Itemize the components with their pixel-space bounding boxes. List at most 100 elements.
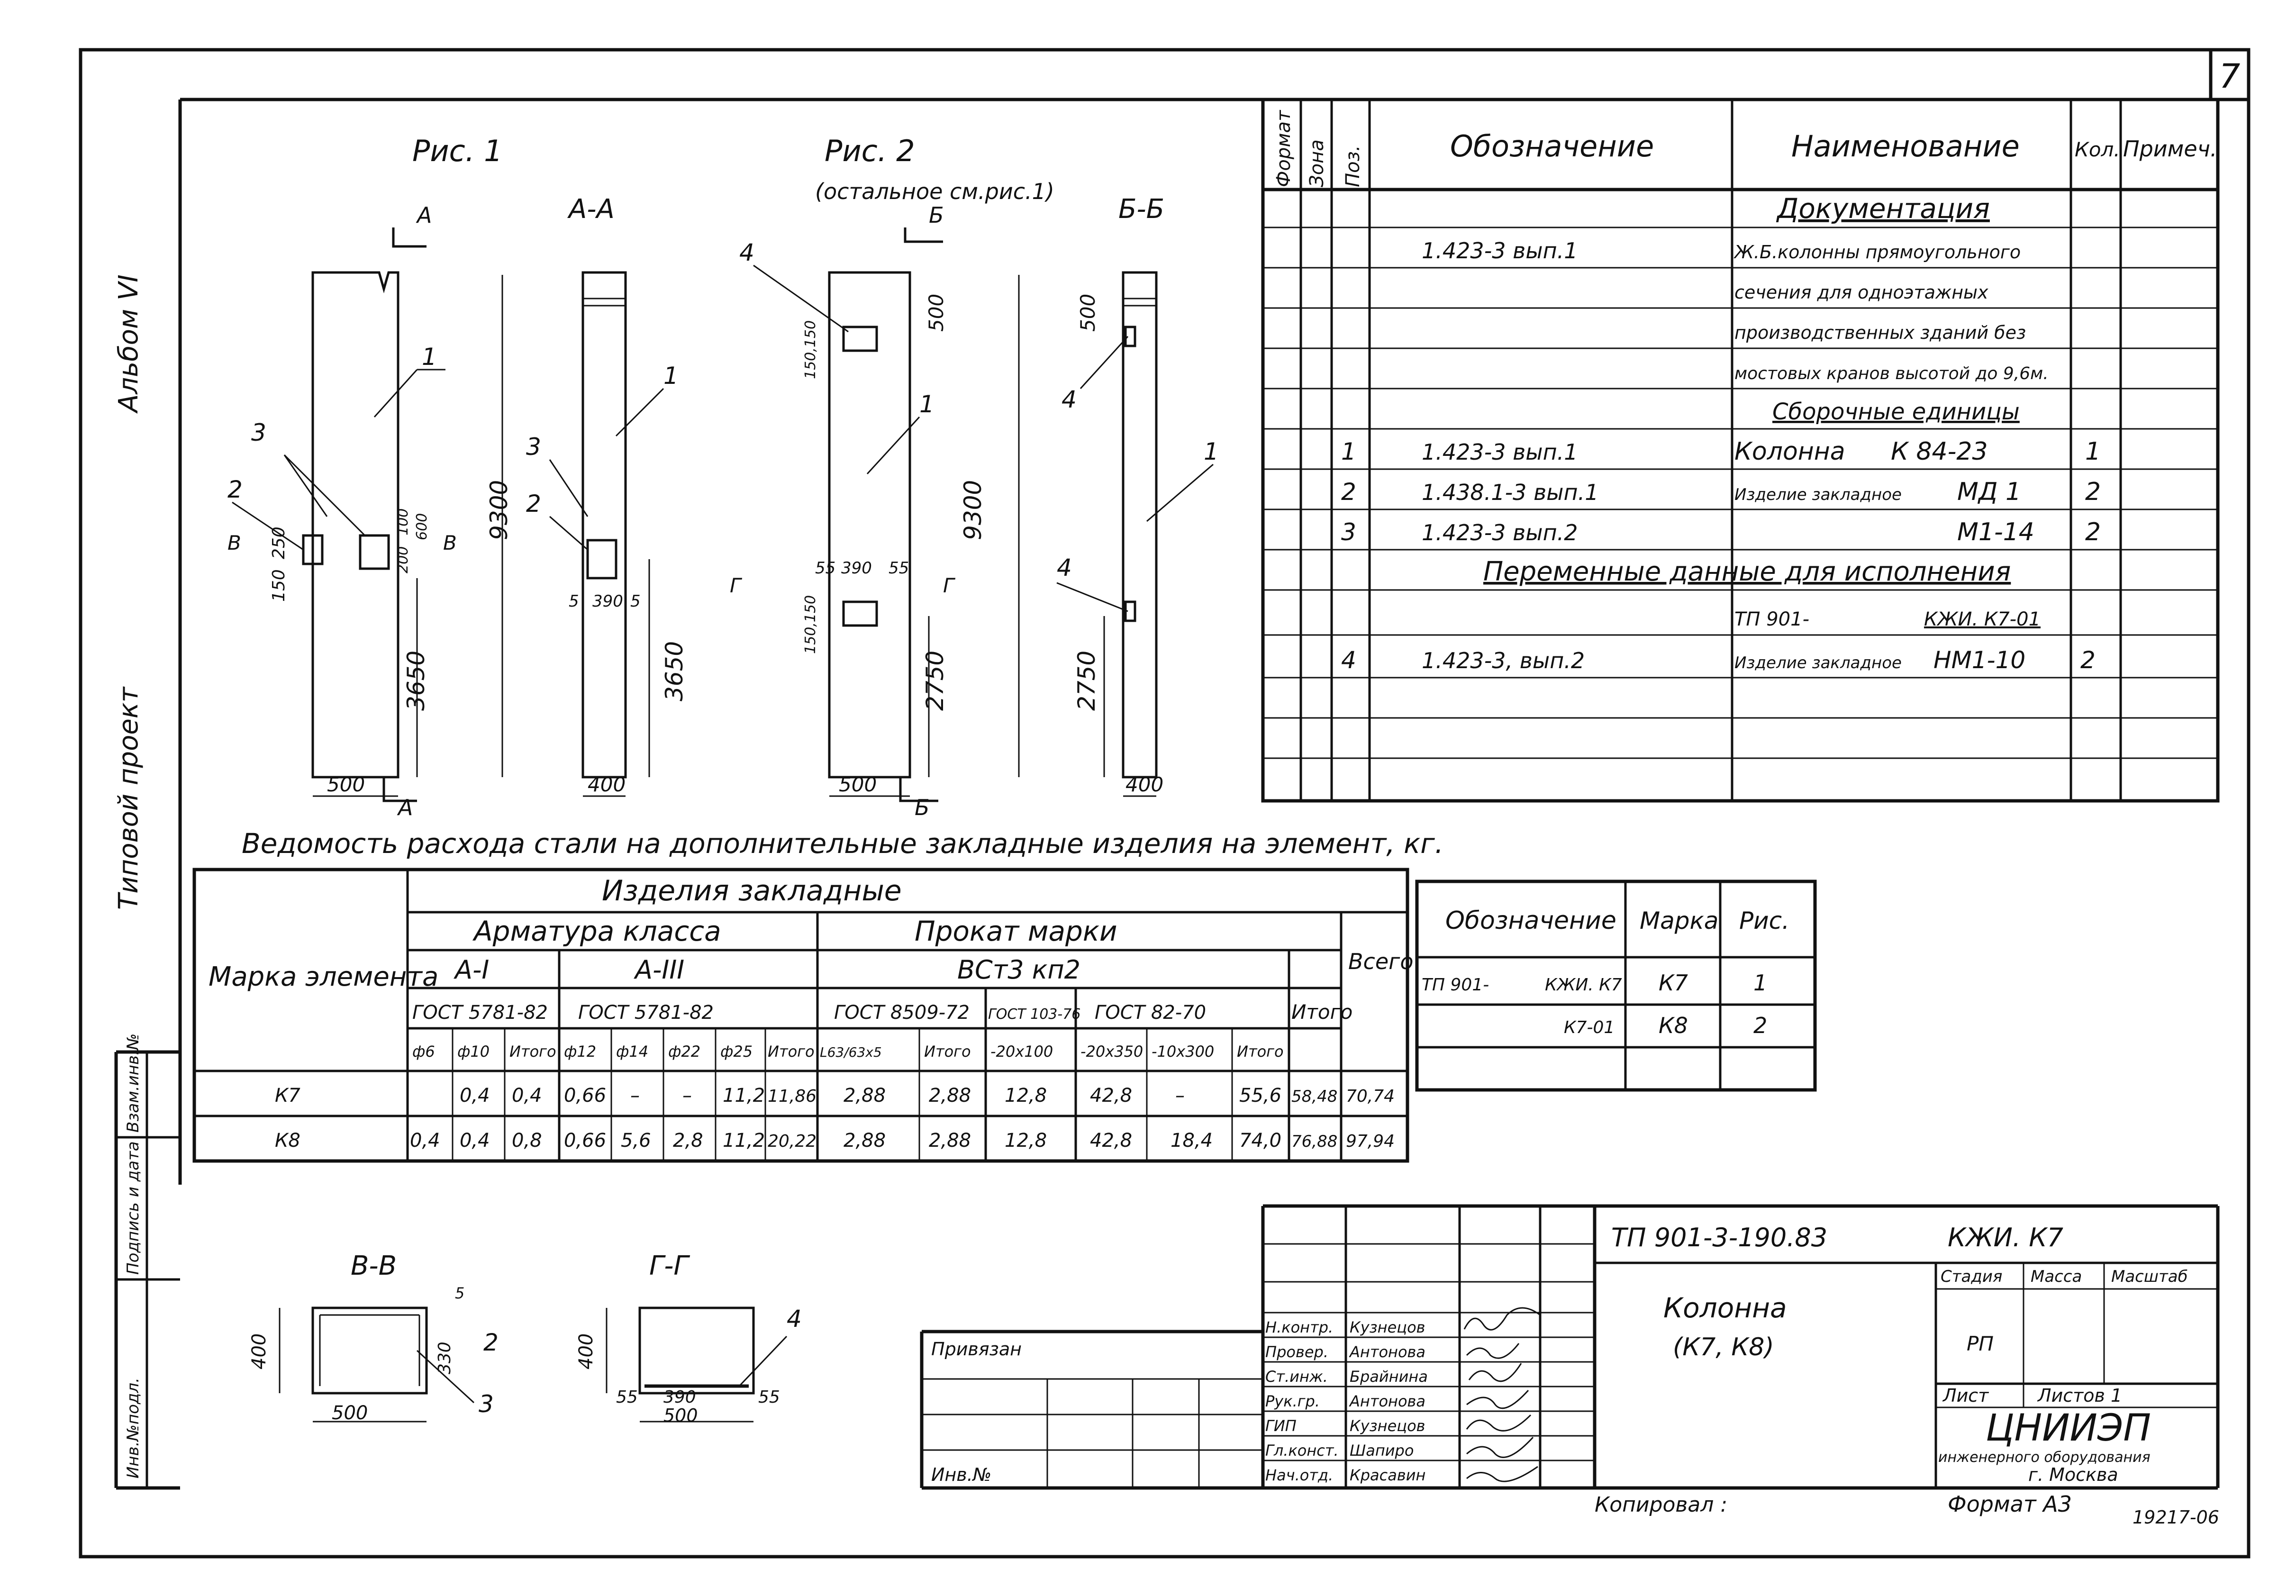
variant-h-designation: Обозначение	[1445, 907, 1616, 935]
steel-col-20x100: -20х100	[990, 1043, 1053, 1061]
spec-asm-mark-1: К 84-23	[1891, 437, 1988, 466]
cut-b-top-label: Б	[929, 202, 944, 228]
steel-k8-itogo4: 74,0	[1239, 1130, 1281, 1152]
spec-h-format: Формат	[1273, 109, 1295, 187]
cut-b-top	[904, 227, 943, 243]
spec-h-note: Примеч.	[2123, 136, 2217, 162]
variant-row2-mark: К8	[1659, 1013, 1688, 1038]
tb-role-4: Рук.гр.	[1265, 1392, 1320, 1410]
tb-signer-6: Шапиро	[1350, 1442, 1414, 1460]
dim-200: 200	[395, 546, 411, 573]
steel-k8-itogo1: 0,8	[512, 1130, 542, 1152]
spec-asm-qty-3: 2	[2085, 518, 2101, 546]
tb-role-6: Гл.конст.	[1265, 1442, 1339, 1460]
steel-k8-10x300: 18,4	[1171, 1130, 1213, 1152]
variant-row1-mark: К7	[1659, 970, 1688, 996]
height-3650-fig1: 3650	[402, 651, 430, 711]
spec-var-header-right: КЖИ. К7-01	[1924, 608, 2041, 630]
variant-row2-fig: 2	[1753, 1013, 1767, 1038]
dim-250: 250	[269, 526, 289, 559]
section-gg-title: Г-Г	[649, 1251, 690, 1281]
steel-col-l63: L63/63х5	[820, 1044, 882, 1060]
steel-col-f6: ф6	[412, 1043, 435, 1061]
steel-k7-f22: –	[682, 1085, 692, 1106]
tb-stage-h: Стадия	[1941, 1267, 2002, 1286]
signature-date-label: Подпись и дата	[124, 1141, 143, 1275]
tb-stage: РП	[1967, 1332, 1994, 1355]
steel-k7-total: 70,74	[1346, 1087, 1395, 1106]
dim-100: 100	[395, 508, 411, 535]
tb-role-2: Провер.	[1265, 1343, 1328, 1361]
variant-h-mark: Марка	[1640, 907, 1718, 934]
steel-k8-itogo: 76,88	[1291, 1132, 1337, 1151]
cut-a-bottom-label: А	[397, 795, 413, 820]
steel-col-itogo1: Итого	[509, 1043, 556, 1061]
cut-a-top-label: А	[416, 202, 432, 228]
steel-table-title: Ведомость расхода стали на дополнительны…	[242, 827, 1443, 860]
cut-b-bottom-label: Б	[915, 795, 930, 820]
tb-signer-2: Антонова	[1349, 1343, 1425, 1361]
steel-h-gost2: ГОСТ 5781-82	[578, 1002, 714, 1024]
dim-390-aa: 390	[592, 592, 623, 611]
column-fig2	[828, 271, 911, 779]
tb-signer-1: Кузнецов	[1350, 1318, 1425, 1336]
steel-h-vst: ВСт3 кп2	[957, 955, 1080, 985]
steel-k8-f12: 0,66	[564, 1130, 606, 1152]
tb-role-7: Нач.отд.	[1265, 1466, 1333, 1484]
cut-a-top	[392, 227, 427, 248]
small-sections: В-В 400 500 330 5 3 2 Г-Г 400 500 390 55…	[248, 1251, 802, 1426]
spec-section-doc: Документация	[1776, 192, 1990, 225]
variant-row1-d1: ТП 901-	[1422, 975, 1489, 995]
spec-asm-pos-1: 1	[1341, 438, 1356, 465]
spec-var-designation-4: 1.423-3, вып.2	[1422, 648, 1585, 673]
spec-asm-designation-2: 1.438.1-3 вып.1	[1422, 480, 1598, 505]
steel-k8-itogo2: 20,22	[768, 1132, 817, 1151]
tb-signer-4: Антонова	[1349, 1392, 1425, 1410]
steel-h-gost3: ГОСТ 8509-72	[834, 1002, 970, 1024]
steel-h-aiii: А-III	[634, 955, 684, 985]
spec-table: Формат Зона Поз. Обозначение Наименовани…	[1261, 98, 2220, 803]
dim-390-fig2: 390	[841, 559, 872, 578]
pos-4-fig2: 4	[739, 239, 754, 266]
steel-col-f14: ф14	[616, 1043, 648, 1061]
steel-row-k7-mark: К7	[275, 1085, 300, 1106]
steel-col-itogo3: Итого	[924, 1043, 971, 1061]
tb-number: 19217-06	[2133, 1507, 2219, 1528]
pos-3-fig1: 3	[251, 419, 266, 446]
tb-mass-h: Масса	[2031, 1267, 2082, 1286]
spec-doc-designation: 1.423-3 вып.1	[1422, 238, 1578, 263]
cut-g-right: Г	[943, 574, 956, 597]
gg-dim-400: 400	[575, 1333, 597, 1369]
section-vv	[311, 1306, 428, 1395]
column-section-aa	[581, 271, 627, 779]
steel-k7-itogo: 58,48	[1291, 1087, 1337, 1106]
variant-h-fig: Рис.	[1739, 907, 1789, 934]
steel-k8-f10: 0,4	[460, 1130, 490, 1152]
tb-city: г. Москва	[2028, 1464, 2118, 1485]
steel-h-gost1: ГОСТ 5781-82	[412, 1002, 548, 1024]
steel-k7-f25: 11,2	[723, 1085, 765, 1106]
gg-dim-390: 390	[663, 1387, 696, 1407]
spec-doc-name-4: мостовых кранов высотой до 9,6м.	[1734, 364, 2049, 383]
spec-doc-name-3: производственных зданий без	[1734, 322, 2026, 343]
steel-col-itogo4: Итого	[1237, 1043, 1284, 1061]
steel-k7-f10: 0,4	[460, 1085, 490, 1106]
height-2750-fig2: 2750	[921, 651, 949, 711]
spec-asm-qty-1: 1	[2085, 437, 2101, 466]
section-bb-title: Б-Б	[1118, 194, 1164, 225]
height-9300-fig2: 9300	[959, 480, 987, 540]
steel-col-20x350: -20х350	[1080, 1043, 1143, 1061]
vv-dim-500: 500	[332, 1402, 368, 1424]
vv-dim-400: 400	[248, 1333, 270, 1369]
sheet-number: 7	[2219, 57, 2241, 96]
steel-k8-20x100: 12,8	[1005, 1130, 1047, 1152]
dim-500-bb: 500	[1076, 294, 1099, 332]
tb-doc: КЖИ. К7	[1948, 1223, 2063, 1252]
steel-k7-f14: –	[630, 1085, 640, 1106]
tb-signer-3: Брайнина	[1350, 1368, 1428, 1386]
cut-g-left: Г	[730, 574, 743, 597]
dim-5-aa-right: 5	[630, 592, 641, 611]
dim-150-150-bottom: 150,150	[802, 595, 819, 654]
cut-b-bottom	[899, 777, 938, 802]
